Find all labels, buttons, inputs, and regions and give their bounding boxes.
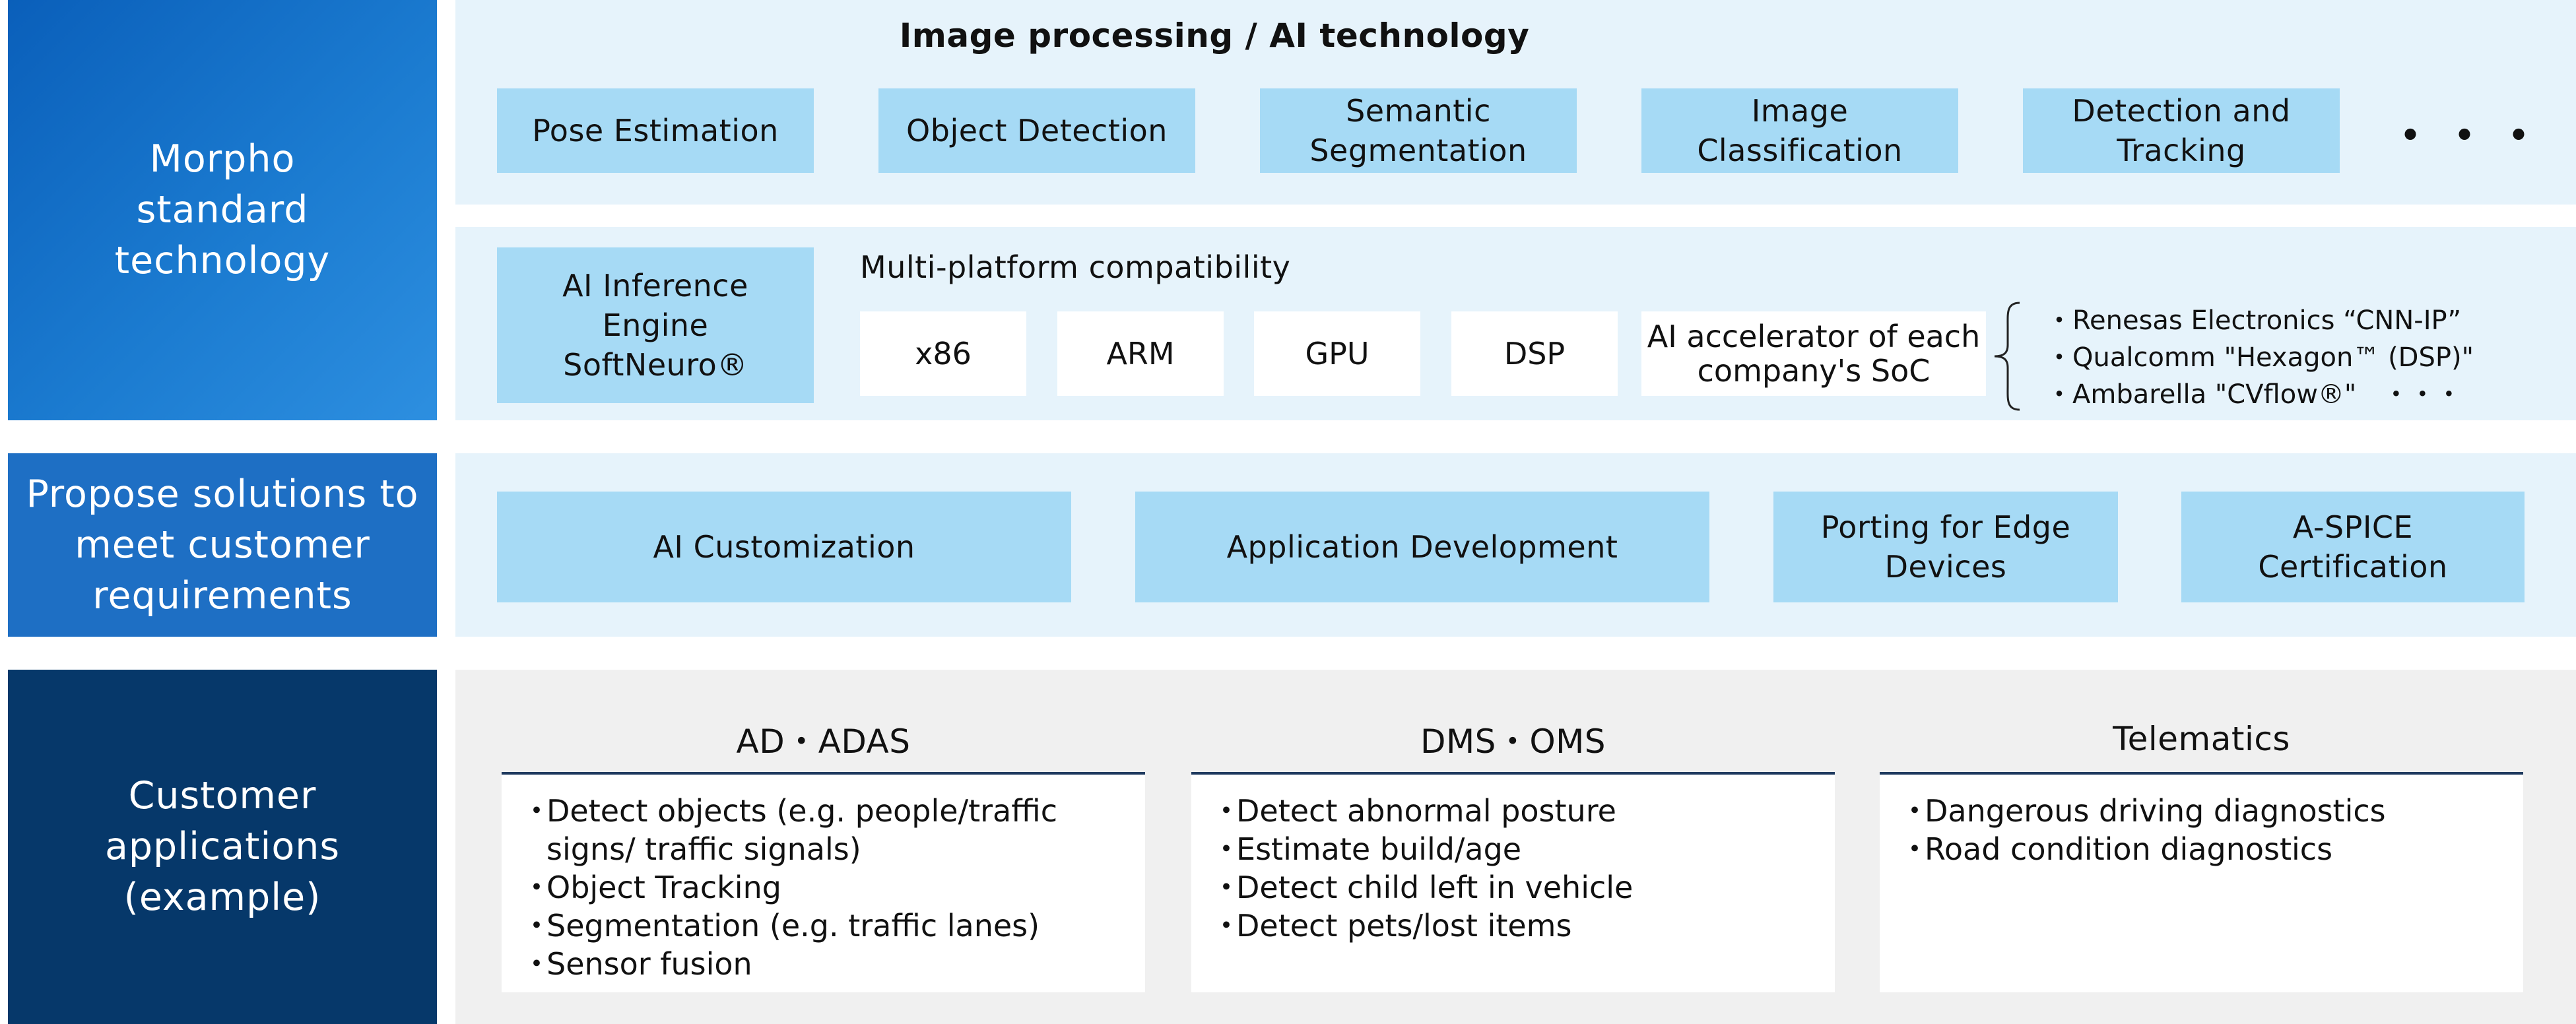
platform-gpu: GPU <box>1254 311 1420 396</box>
solution-porting-edge-devices: Porting for Edge Devices <box>1773 492 2118 602</box>
app-title-telematics: Telematics <box>2113 720 2290 758</box>
image-processing-title: Image processing / AI technology <box>899 16 1530 55</box>
more-ellipsis: ・・・ <box>2387 108 2550 163</box>
app-title-ad-adas: AD・ADAS <box>736 722 911 761</box>
solution-ai-customization: AI Customization <box>497 492 1071 602</box>
app-card-dms-oms: Detect abnormal posture Estimate build/a… <box>1191 775 1835 992</box>
platform-x86: x86 <box>860 311 1026 396</box>
list-item: Dangerous driving diagnostics <box>1899 792 2503 830</box>
list-item: Segmentation (e.g. traffic lanes) <box>521 907 1125 945</box>
app-card-ad-adas: Detect objects (e.g. people/traffic sign… <box>502 775 1145 992</box>
soc-examples-list: ・Renesas Electronics “CNN-IP” ・Qualcomm … <box>2046 302 2567 414</box>
list-item: Estimate build/age <box>1211 830 1815 868</box>
soc-example-qualcomm: ・Qualcomm "Hexagon™ (DSP)" <box>2046 342 2474 373</box>
list-item: Road condition diagnostics <box>1899 830 2503 868</box>
tech-image-classification: Image Classification <box>1641 88 1958 173</box>
list-item: Detect child left in vehicle <box>1211 868 1815 907</box>
platform-dsp: DSP <box>1451 311 1618 396</box>
app-card-telematics: Dangerous driving diagnostics Road condi… <box>1880 775 2523 992</box>
label-text: Propose solutions to meet customer requi… <box>26 472 419 618</box>
app-title-dms-oms: DMS・OMS <box>1420 722 1606 761</box>
tech-detection-tracking: Detection and Tracking <box>2023 88 2340 173</box>
label-propose-solutions: Propose solutions to meet customer requi… <box>8 453 437 637</box>
divider <box>1880 772 2523 775</box>
divider <box>502 772 1145 775</box>
label-customer-applications: Customer applications (example) <box>8 670 437 1024</box>
soc-example-renesas: ・Renesas Electronics “CNN-IP” <box>2046 305 2462 336</box>
label-text: Morpho standard technology <box>114 137 331 282</box>
brace-icon <box>1994 302 2020 411</box>
list-item: Detect pets/lost items <box>1211 907 1815 945</box>
list-item: Object Tracking <box>521 868 1125 907</box>
platform-soc-accelerator: AI accelerator of each company's SoC <box>1641 311 1986 396</box>
platform-arm: ARM <box>1057 311 1224 396</box>
ai-inference-engine-box: AI Inference Engine SoftNeuro® <box>497 247 814 403</box>
divider <box>1191 772 1835 775</box>
solution-a-spice-certification: A-SPICE Certification <box>2181 492 2525 602</box>
tech-object-detection: Object Detection <box>878 88 1195 173</box>
label-morpho-standard-technology: Morpho standard technology <box>8 0 437 420</box>
tech-pose-estimation: Pose Estimation <box>497 88 814 173</box>
list-item: Sensor fusion <box>521 945 1125 983</box>
solution-application-development: Application Development <box>1135 492 1709 602</box>
tech-semantic-segmentation: Semantic Segmentation <box>1260 88 1577 173</box>
list-item: Detect objects (e.g. people/traffic sign… <box>521 792 1125 868</box>
multi-platform-title: Multi-platform compatibility <box>860 249 1291 285</box>
soc-example-ambarella: ・Ambarella "CVflow®" ・・・ <box>2046 379 2462 410</box>
list-item: Detect abnormal posture <box>1211 792 1815 830</box>
label-text: Customer applications (example) <box>104 774 341 919</box>
